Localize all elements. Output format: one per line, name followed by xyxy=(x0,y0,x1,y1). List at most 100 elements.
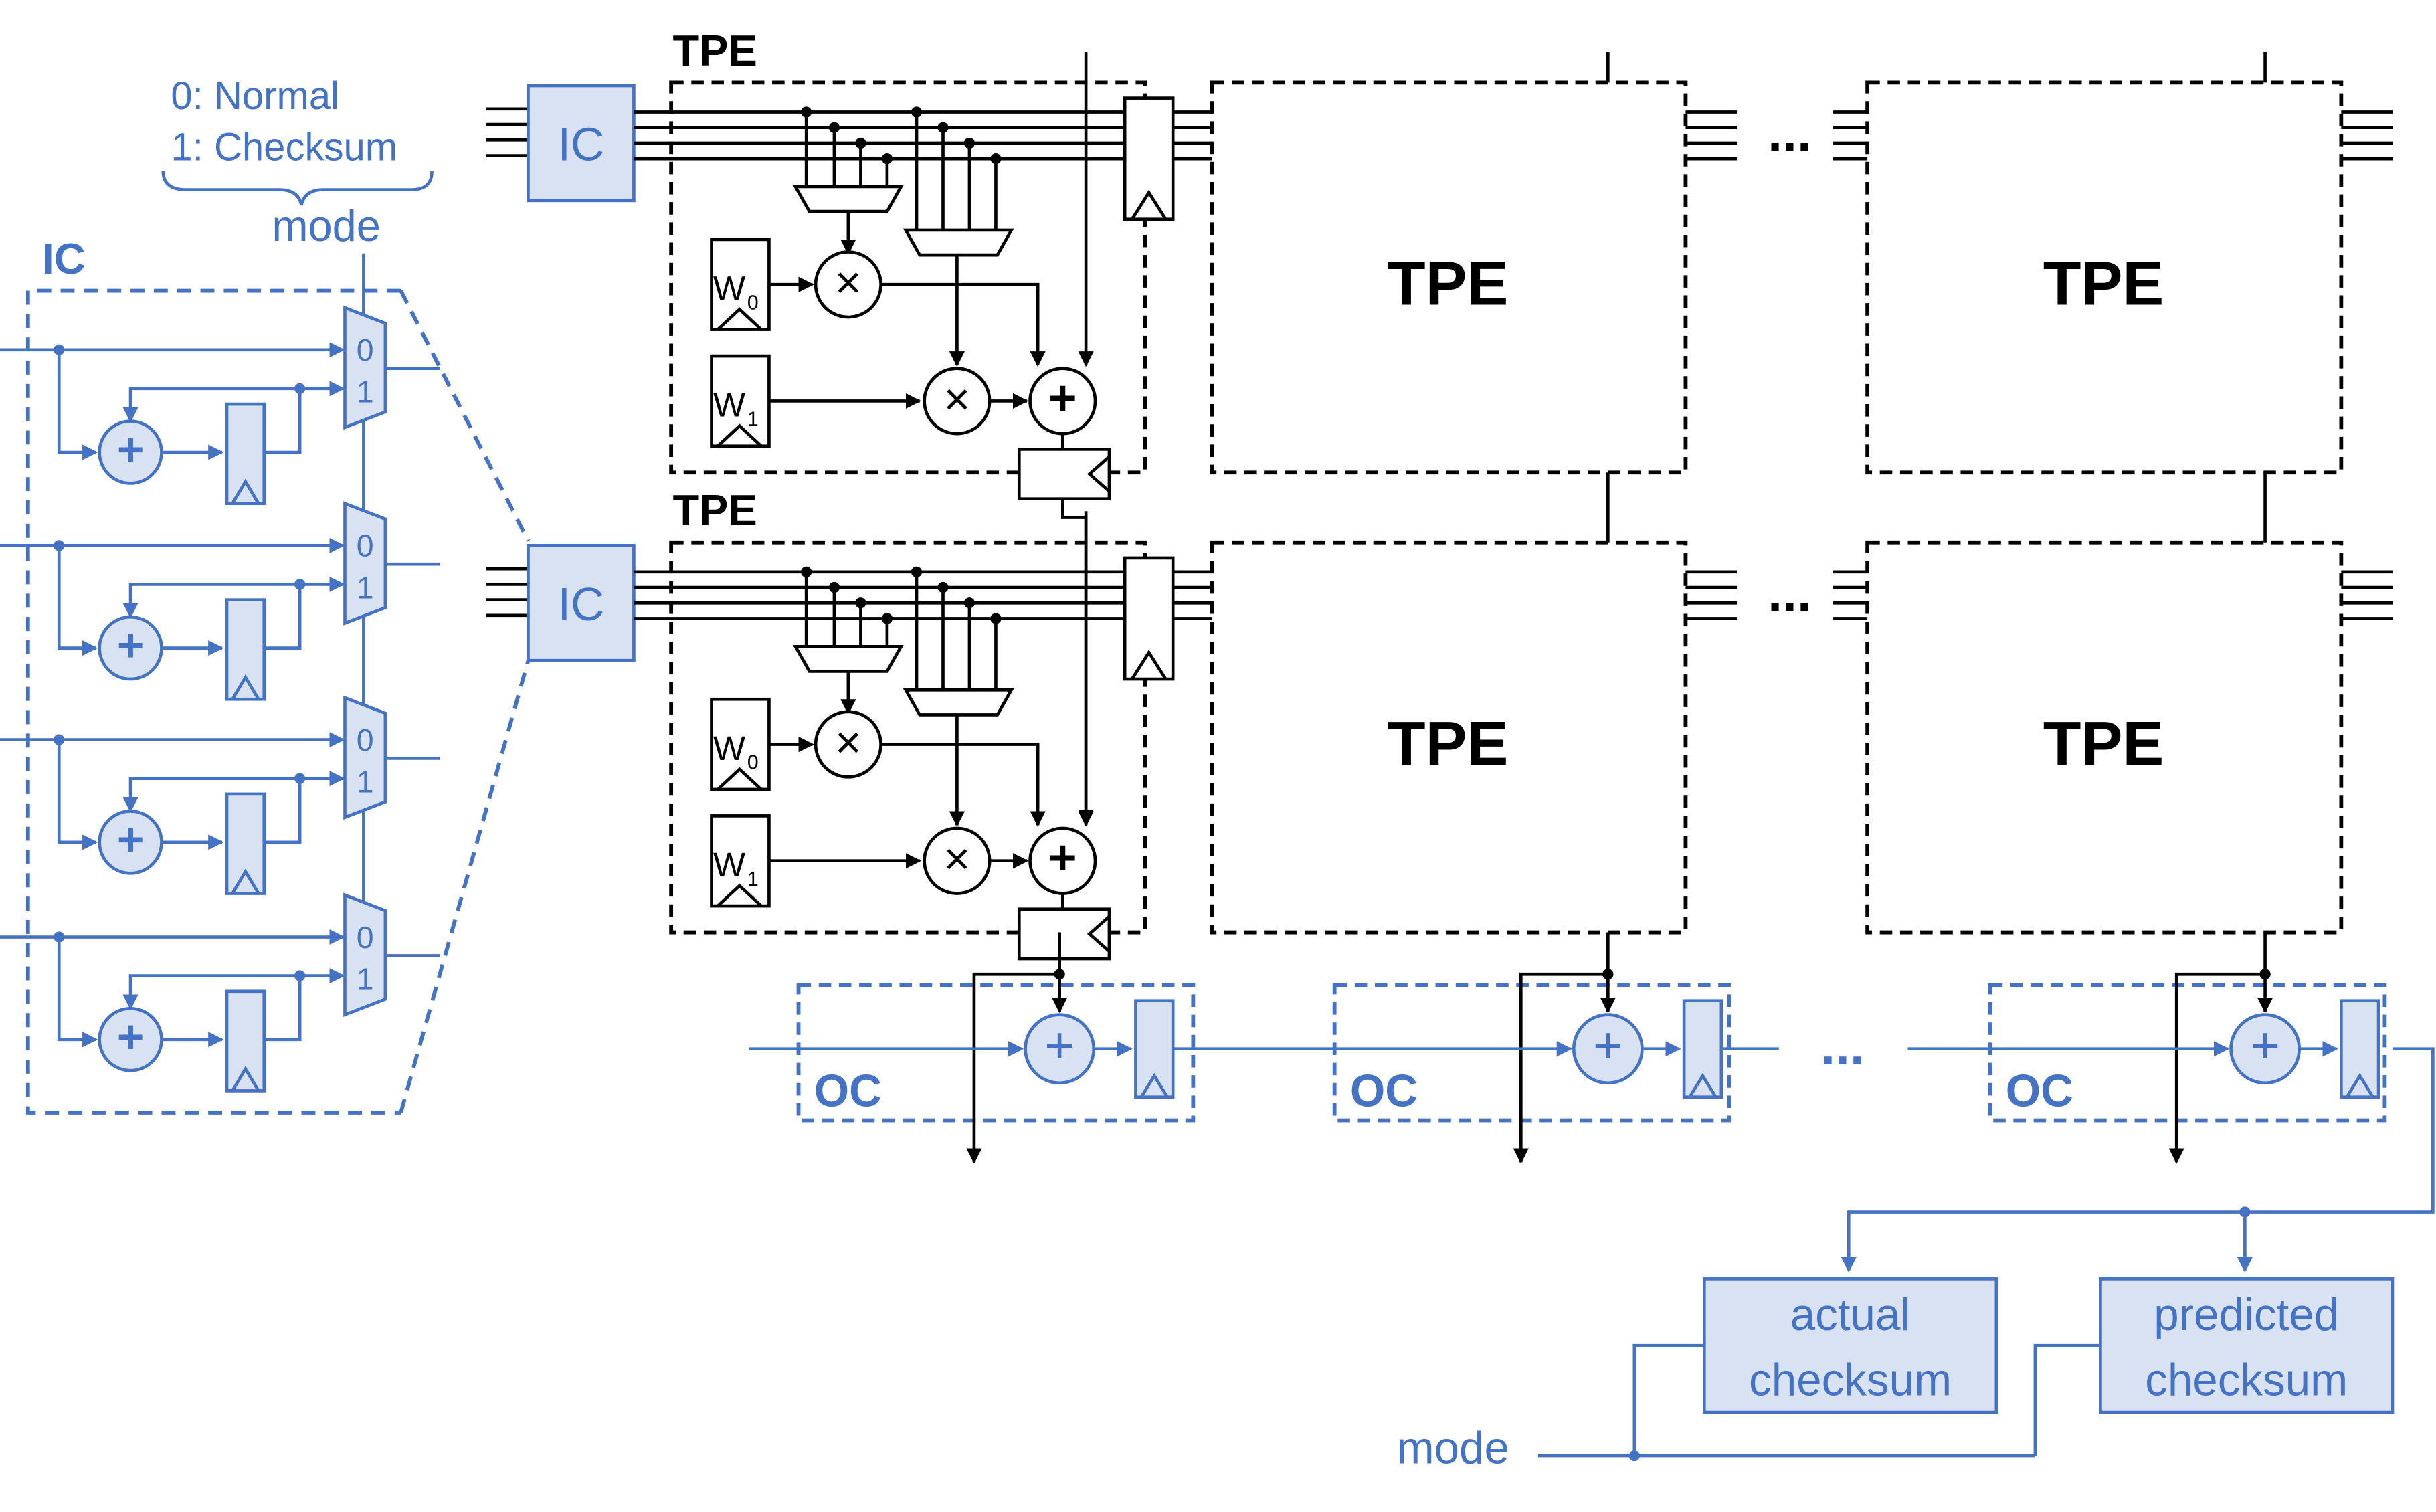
wire xyxy=(1513,972,1608,1164)
mux-input-0: 0 xyxy=(357,920,374,955)
register xyxy=(1017,907,1111,961)
tpe-block xyxy=(1210,80,1688,475)
wire xyxy=(264,576,345,650)
mux-input-1: 1 xyxy=(357,765,374,799)
mode-label: mode xyxy=(272,201,381,250)
oc-label: OC xyxy=(2006,1066,2073,1117)
ic-mux xyxy=(343,501,387,626)
clock-triangle xyxy=(717,767,763,791)
register xyxy=(1682,999,1723,1099)
ic-mux xyxy=(343,695,387,820)
mux-input-0: 0 xyxy=(357,333,374,367)
adder-plus-glyph: + xyxy=(1044,1018,1074,1074)
adder-plus-glyph: + xyxy=(2250,1018,2280,1074)
ic-block xyxy=(527,544,636,662)
input-mux xyxy=(792,644,904,673)
weight-label: W xyxy=(713,729,746,767)
wire xyxy=(264,771,345,844)
weight-subscript: 0 xyxy=(747,292,759,314)
tpe-block xyxy=(1865,540,2344,935)
ic-block-label: IC xyxy=(558,118,605,170)
weight-label: W xyxy=(713,269,746,307)
ic-block-label: IC xyxy=(558,578,605,630)
adder-plus-glyph: + xyxy=(1048,371,1077,426)
wire xyxy=(57,937,98,1048)
predicted-checksum-line1: predicted xyxy=(2154,1290,2339,1340)
tpe-block-label: TPE xyxy=(2043,708,2164,778)
predicted-checksum-line2: checksum xyxy=(2145,1355,2348,1406)
oc-boundary xyxy=(796,983,1196,1123)
clock-triangle xyxy=(717,307,763,331)
tpe-block xyxy=(1865,80,2344,475)
clock-triangle xyxy=(717,883,763,907)
tpe-block-label: TPE xyxy=(2043,248,2164,318)
clock-triangle xyxy=(231,478,260,504)
wire xyxy=(966,972,1060,1164)
wire xyxy=(264,381,345,454)
ic-mux xyxy=(343,305,387,430)
clock-triangle xyxy=(717,423,763,448)
clock-triangle xyxy=(231,868,260,894)
wire xyxy=(57,545,98,656)
wire xyxy=(57,739,98,850)
wire xyxy=(122,387,300,423)
input-mux xyxy=(792,185,904,213)
register xyxy=(1134,999,1175,1099)
clock-triangle xyxy=(2345,1072,2374,1098)
wire xyxy=(122,777,300,813)
register xyxy=(225,792,266,895)
weight-register xyxy=(710,697,771,791)
mux-input-0: 0 xyxy=(357,723,374,757)
mux-input-1: 1 xyxy=(357,570,374,605)
adder-plus-glyph: + xyxy=(1593,1018,1623,1074)
tpe-block-label: TPE xyxy=(1388,708,1509,778)
junction-dot xyxy=(54,344,65,355)
register xyxy=(225,402,266,505)
junction-dot xyxy=(963,137,975,149)
ic-row: +0 1 xyxy=(0,501,440,701)
mux-input-1: 1 xyxy=(357,961,374,996)
register xyxy=(2340,999,2380,1099)
tpe-block xyxy=(1210,540,1688,935)
ic-row: +01 xyxy=(0,695,440,895)
ic-mux xyxy=(343,892,387,1018)
weight-subscript: 1 xyxy=(747,409,759,431)
oc-block: OC + xyxy=(1332,932,1731,1164)
oc-label: OC xyxy=(1350,1066,1418,1117)
wire xyxy=(1060,498,1094,826)
clock-triangle xyxy=(231,674,260,700)
register xyxy=(1123,96,1175,221)
clock-triangle xyxy=(1139,1072,1169,1098)
adder-plus-glyph: + xyxy=(117,619,145,671)
actual-checksum-line2: checksum xyxy=(1749,1355,1952,1406)
input-mux xyxy=(903,688,1014,717)
tpe-detail-boundary xyxy=(669,80,1147,475)
mux-input-1: 1 xyxy=(357,375,374,409)
tpe-detail-boundary xyxy=(669,540,1147,935)
ic-zoom-boundary xyxy=(25,288,401,1115)
adder-plus-glyph: + xyxy=(117,1010,145,1062)
wire xyxy=(264,967,345,1042)
wire xyxy=(880,282,1046,367)
weight-register xyxy=(710,814,771,908)
tpe-block-label: TPE xyxy=(1388,248,1509,318)
actual-checksum-line1: actual xyxy=(1790,1290,1911,1340)
clock-triangle xyxy=(1131,189,1167,220)
register xyxy=(1017,448,1111,501)
tpe-detail-title: TPE xyxy=(672,26,757,75)
actual-checksum-box xyxy=(1702,1277,1998,1414)
bottom-mode-label: mode xyxy=(1397,1424,1509,1474)
mux-input-0: 0 xyxy=(357,529,374,563)
multiplier-times-glyph: × xyxy=(943,834,970,884)
ic-row: +01 xyxy=(0,305,440,505)
clock-triangle xyxy=(231,1066,260,1092)
clock-triangle xyxy=(1688,1072,1717,1098)
wire xyxy=(2168,972,2265,1164)
weight-label: W xyxy=(713,386,746,424)
ic-block xyxy=(527,84,636,203)
checksum-comparison: actual checksum predicted checksum mode xyxy=(1397,1047,2435,1474)
